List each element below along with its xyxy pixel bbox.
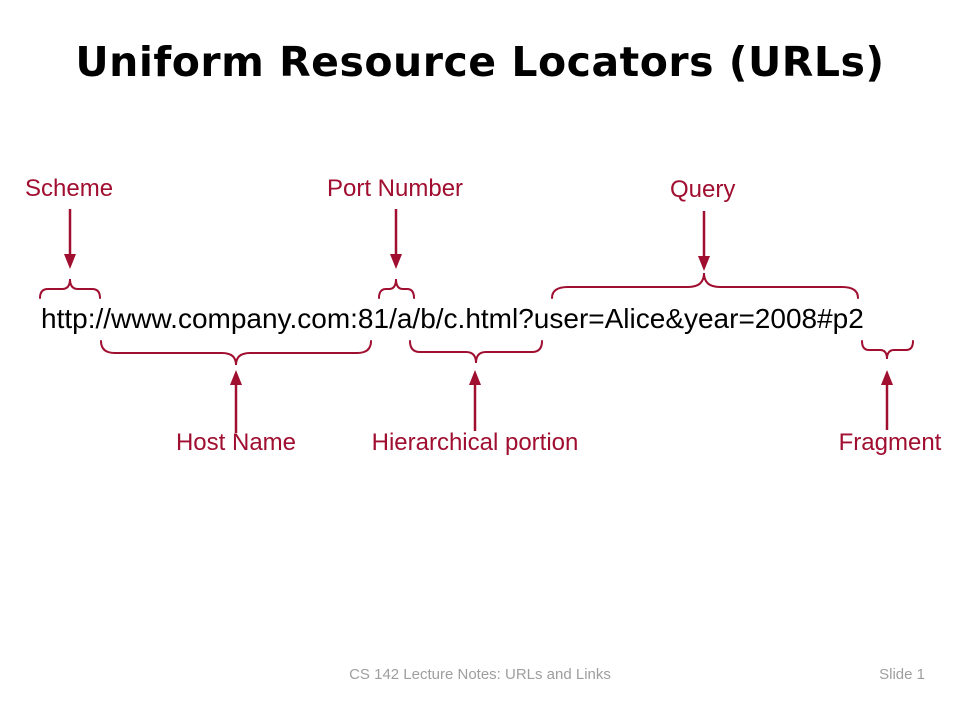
label-host-name: Host Name <box>175 429 297 456</box>
query-down-arrow <box>698 211 710 271</box>
scheme-down-arrow <box>64 209 76 269</box>
label-scheme: Scheme <box>25 175 114 202</box>
host-underbrace <box>100 340 372 366</box>
label-fragment: Fragment <box>838 429 942 456</box>
arrowhead-up-icon <box>469 370 481 385</box>
label-port-number: Port Number <box>327 175 464 202</box>
scheme-overbrace <box>39 278 101 299</box>
port-overbrace <box>378 278 415 299</box>
label-hierarchical-portion: Hierarchical portion <box>371 429 579 456</box>
slide-title: Uniform Resource Locators (URLs) <box>75 38 885 86</box>
port-down-arrow <box>390 209 402 269</box>
query-overbrace <box>551 272 859 299</box>
footer-course-title: CS 142 Lecture Notes: URLs and Links <box>349 666 611 683</box>
arrowhead-down-icon <box>390 254 402 269</box>
footer-slide-number: Slide 1 <box>879 666 925 683</box>
arrowhead-up-icon <box>881 370 893 385</box>
arrowhead-up-icon <box>230 370 242 385</box>
fragment-underbrace <box>861 340 914 360</box>
url-text: http://www.company.com:81/a/b/c.html?use… <box>41 303 864 334</box>
label-query: Query <box>670 176 736 203</box>
fragment-up-arrow <box>881 370 893 430</box>
arrowhead-down-icon <box>698 256 710 271</box>
arrowhead-down-icon <box>64 254 76 269</box>
hierarchical-up-arrow <box>469 370 481 431</box>
host-up-arrow <box>230 370 242 433</box>
hierarchical-underbrace <box>409 340 543 364</box>
